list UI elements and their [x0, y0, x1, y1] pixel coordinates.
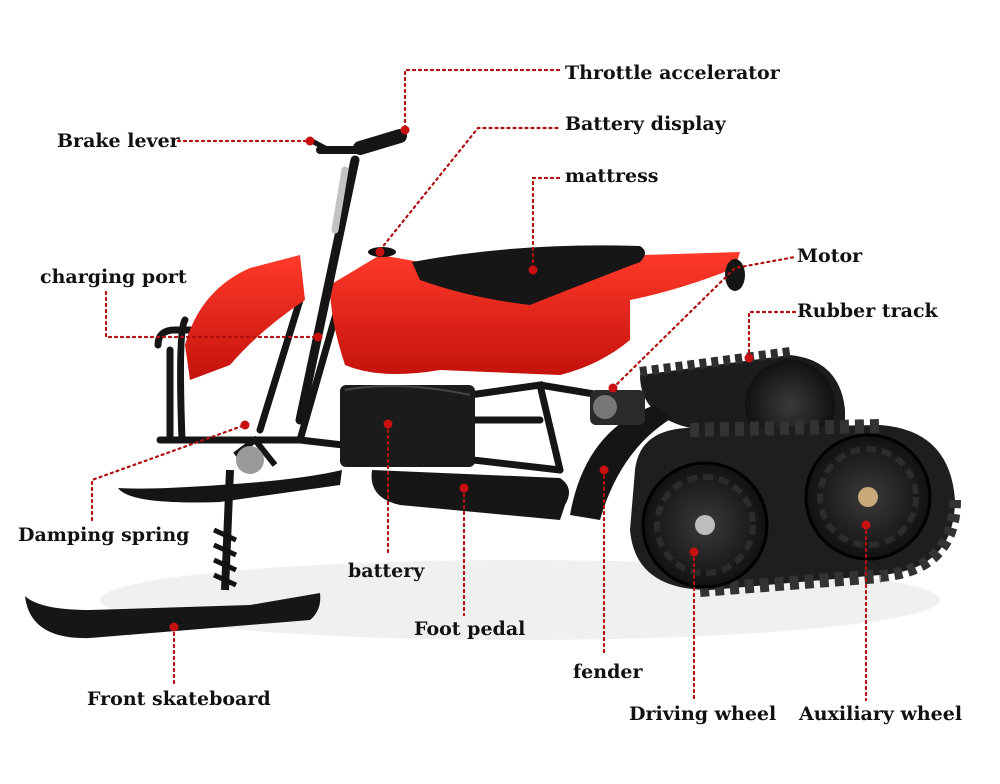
dot-driving-wheel: [689, 547, 699, 557]
dot-fender: [599, 465, 609, 475]
motor-graphic: [590, 390, 645, 425]
label-throttle-accelerator: Throttle accelerator: [565, 62, 780, 84]
dot-motor: [608, 383, 618, 393]
label-brake-lever: Brake lever: [57, 130, 180, 152]
front-ski-graphic: [25, 593, 321, 639]
dot-battery-display: [375, 247, 385, 257]
label-foot-pedal: Foot pedal: [414, 618, 526, 640]
leader-throttle: [403, 68, 562, 130]
label-fender: fender: [573, 661, 643, 683]
dot-damping-spring: [240, 420, 250, 430]
fender-graphic: [570, 405, 672, 520]
leader-mattress: [531, 176, 562, 270]
dot-foot-pedal: [459, 483, 469, 493]
leader-motor: [611, 255, 797, 390]
front-suspension-graphic: [212, 435, 278, 591]
seat-graphic: [412, 245, 645, 305]
label-battery-display: Battery display: [565, 113, 726, 135]
foot-pedal-graphic: [371, 470, 569, 520]
dot-charging-port: [313, 332, 323, 342]
label-motor: Motor: [797, 245, 863, 267]
dot-mattress: [528, 265, 538, 275]
label-mattress: mattress: [565, 165, 659, 187]
leader-lines: [90, 68, 868, 702]
callout-dots: [169, 125, 871, 632]
label-battery: battery: [348, 560, 425, 582]
label-driving-wheel: Driving wheel: [629, 703, 777, 725]
leader-damping-spring: [90, 423, 247, 522]
label-rubber-track: Rubber track: [797, 300, 938, 322]
label-damping-spring: Damping spring: [18, 524, 190, 546]
handlebar-graphic: [295, 129, 407, 425]
leader-battery-display: [378, 126, 562, 252]
upper-ski-graphic: [118, 470, 342, 503]
auxiliary-wheel-graphic: [804, 433, 932, 561]
label-auxiliary-wheel: Auxiliary wheel: [799, 703, 963, 725]
dot-brake-lever: [305, 136, 315, 146]
label-charging-port: charging port: [40, 266, 187, 288]
dot-battery: [383, 419, 393, 429]
dot-rubber-track: [744, 353, 754, 363]
dot-throttle: [400, 125, 410, 135]
driving-wheel-graphic: [641, 461, 769, 589]
label-front-skateboard: Front skateboard: [87, 688, 271, 710]
leader-charging-port: [104, 290, 318, 339]
dot-auxiliary-wheel: [861, 520, 871, 530]
dot-front-skateboard: [169, 622, 179, 632]
battery-graphic: [340, 385, 475, 467]
